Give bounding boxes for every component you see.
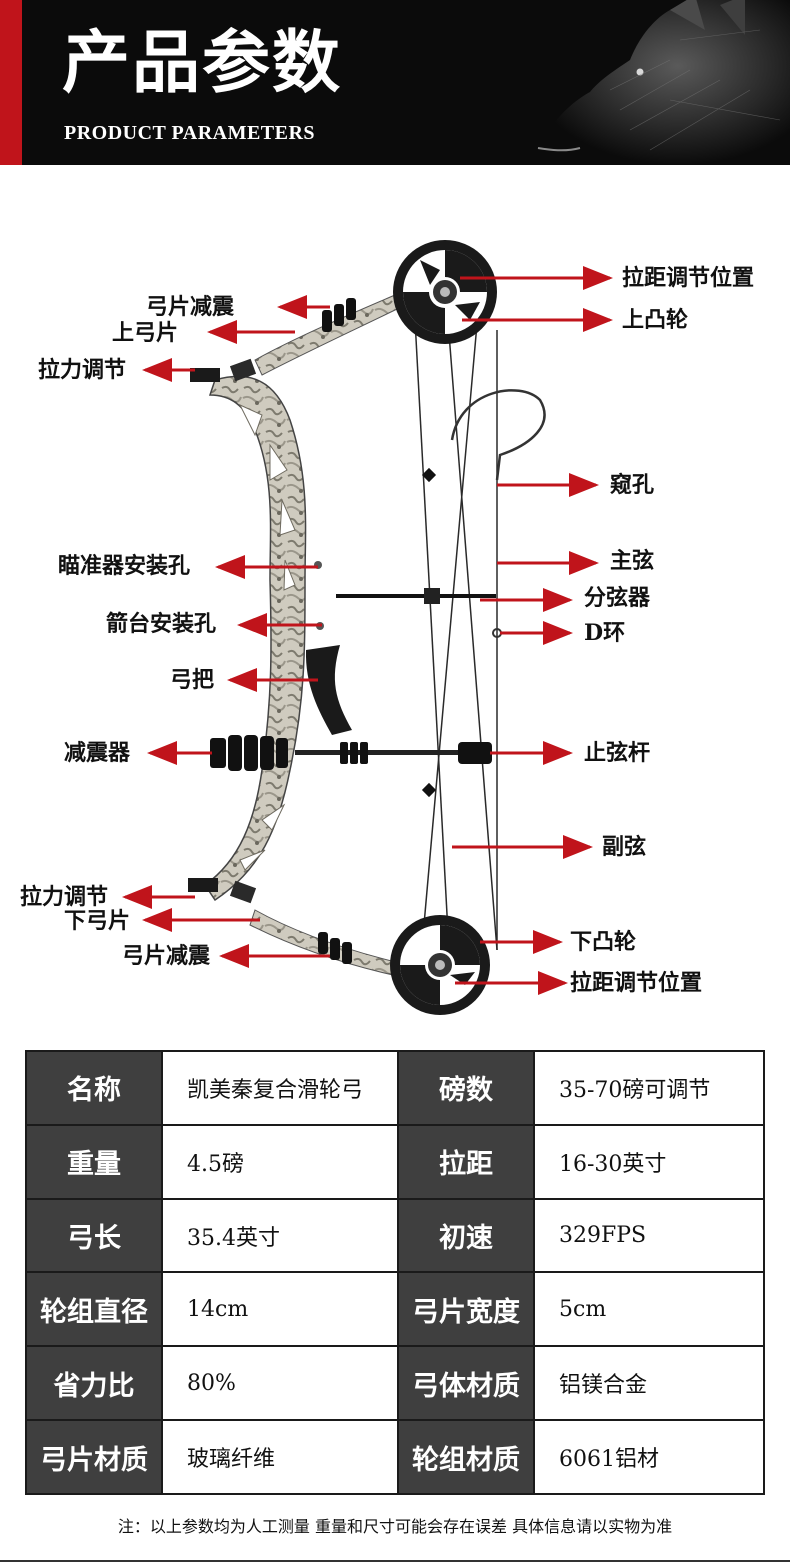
spec-value: 铝镁合金 — [533, 1345, 765, 1422]
table-row: 名称 凯美秦复合滑轮弓 磅数 35-70磅可调节 — [25, 1050, 765, 1126]
spec-key: 弓体材质 — [397, 1345, 535, 1422]
label-upper-cam: 上凸轮 — [622, 307, 689, 333]
spec-key: 省力比 — [25, 1345, 163, 1422]
spec-key: 弓片材质 — [25, 1419, 163, 1495]
bow-diagram: 弓片减震 上弓片 拉力调节 瞄准器安装孔 箭台安装孔 弓把 减震器 拉力调节 下… — [0, 230, 790, 1030]
label-cable: 副弦 — [602, 834, 647, 860]
label-arrow-rest-mount-hole: 箭台安装孔 — [106, 611, 217, 637]
spec-key: 名称 — [25, 1050, 163, 1126]
label-upper-draw-weight-adjust: 拉力调节 — [38, 357, 127, 383]
label-upper-limb: 上弓片 — [112, 320, 179, 346]
right-arrows — [452, 266, 613, 995]
table-row: 轮组直径 14cm 弓片宽度 5cm — [25, 1271, 765, 1348]
lower-cam-wheel — [390, 915, 490, 1015]
spec-table: 名称 凯美秦复合滑轮弓 磅数 35-70磅可调节 重量 4.5磅 拉距 16-3… — [25, 1050, 765, 1495]
spec-value: 16-30英寸 — [533, 1123, 765, 1200]
wolf-head-icon — [537, 0, 790, 165]
spec-value: 6061铝材 — [533, 1419, 765, 1495]
page-subtitle: PRODUCT PARAMETERS — [64, 122, 316, 144]
red-accent-bar — [0, 0, 22, 165]
spec-key: 重量 — [25, 1123, 163, 1200]
spec-value: 14cm — [161, 1271, 399, 1348]
spec-value: 35-70磅可调节 — [533, 1050, 765, 1126]
label-lower-limb: 下弓片 — [64, 908, 131, 934]
label-lower-limb-damper: 弓片减震 — [122, 943, 211, 969]
label-upper-draw-length-position: 拉距调节位置 — [622, 265, 755, 291]
spec-value: 329FPS — [533, 1197, 765, 1274]
label-lower-cam: 下凸轮 — [570, 929, 637, 955]
spec-value: 凯美秦复合滑轮弓 — [161, 1050, 399, 1126]
table-row: 重量 4.5磅 拉距 16-30英寸 — [25, 1123, 765, 1200]
spec-key: 初速 — [397, 1197, 535, 1274]
label-grip: 弓把 — [170, 667, 215, 693]
label-d-loop: D环 — [584, 620, 626, 646]
left-arrows — [122, 295, 330, 968]
spec-key: 磅数 — [397, 1050, 535, 1126]
header-banner: 产品参数 PRODUCT PARAMETERS — [0, 0, 790, 165]
table-row: 弓片材质 玻璃纤维 轮组材质 6061铝材 — [25, 1419, 765, 1495]
spec-key: 弓长 — [25, 1197, 163, 1274]
label-string-splitter: 分弦器 — [584, 585, 651, 611]
spec-value: 80% — [161, 1345, 399, 1422]
bow-illustration — [122, 240, 613, 1015]
spec-value: 4.5磅 — [161, 1123, 399, 1200]
spec-value: 35.4英寸 — [161, 1197, 399, 1274]
spec-key: 拉距 — [397, 1123, 535, 1200]
spec-value: 玻璃纤维 — [161, 1419, 399, 1495]
page-title: 产品参数 — [62, 24, 343, 103]
label-sight-mount-hole: 瞄准器安装孔 — [58, 553, 191, 579]
spec-key: 轮组直径 — [25, 1271, 163, 1348]
label-stabilizer-damper: 减震器 — [64, 740, 131, 766]
label-upper-limb-damper: 弓片减震 — [146, 294, 235, 320]
upper-cam-wheel — [393, 240, 497, 344]
table-row: 省力比 80% 弓体材质 铝镁合金 — [25, 1345, 765, 1422]
label-peep-sight: 窥孔 — [610, 472, 655, 498]
label-main-string: 主弦 — [610, 548, 655, 574]
label-string-stopper: 止弦杆 — [584, 740, 651, 766]
table-row: 弓长 35.4英寸 初速 329FPS — [25, 1197, 765, 1274]
bottom-divider — [0, 1560, 790, 1562]
disclaimer-note: 注：以上参数均为人工测量 重量和尺寸可能会存在误差 具体信息请以实物为准 — [117, 1517, 673, 1536]
spec-key: 弓片宽度 — [397, 1271, 535, 1348]
label-lower-draw-weight-adjust: 拉力调节 — [20, 884, 109, 910]
spec-value: 5cm — [533, 1271, 765, 1348]
spec-key: 轮组材质 — [397, 1419, 535, 1495]
label-lower-draw-length-position: 拉距调节位置 — [570, 970, 703, 996]
